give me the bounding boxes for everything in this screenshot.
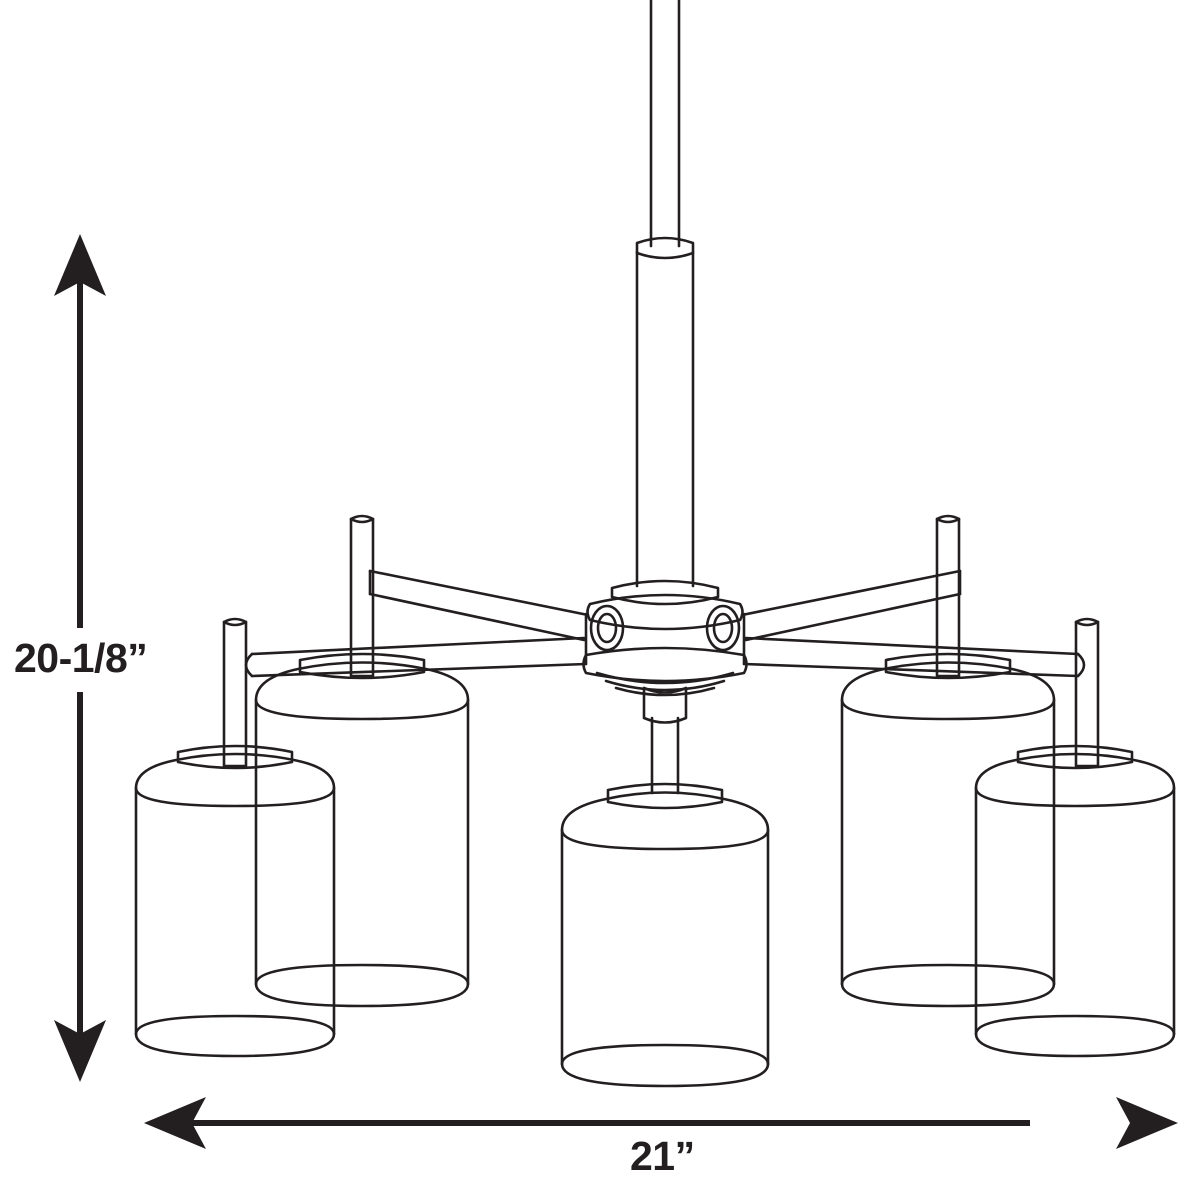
drop-post-right-outer (1074, 617, 1100, 768)
drop-post-right-inner (935, 514, 961, 678)
arm-right-outer (742, 636, 1086, 678)
arrow-head-up (54, 234, 106, 296)
width-dimension-label: 21” (630, 1133, 695, 1179)
height-dimension-label: 20-1/8” (14, 635, 148, 681)
arrow-head-down (54, 1020, 106, 1082)
width-dimension-arrow (144, 1097, 1178, 1149)
drop-post-left-outer (222, 617, 248, 768)
arrow-head-left (144, 1097, 206, 1149)
downrod-collar (635, 236, 695, 260)
ceiling-stem (649, 0, 681, 248)
shade-left-outer (134, 744, 336, 1058)
shade-right-inner (840, 652, 1056, 1008)
shade-left-inner (254, 652, 470, 1008)
dimension-lines (54, 234, 1178, 1149)
height-dimension-arrow (54, 234, 106, 1082)
shade-right-outer (974, 744, 1176, 1058)
center-drop-stem (650, 716, 680, 795)
drop-post-left-inner (349, 514, 375, 678)
center-drop-boss (642, 686, 688, 724)
shade-center (560, 782, 770, 1088)
arm-left-inner (368, 569, 590, 642)
downrod (635, 250, 695, 588)
arrow-head-right (1116, 1097, 1178, 1149)
center-hub (582, 579, 748, 697)
arm-right-inner (740, 569, 962, 642)
